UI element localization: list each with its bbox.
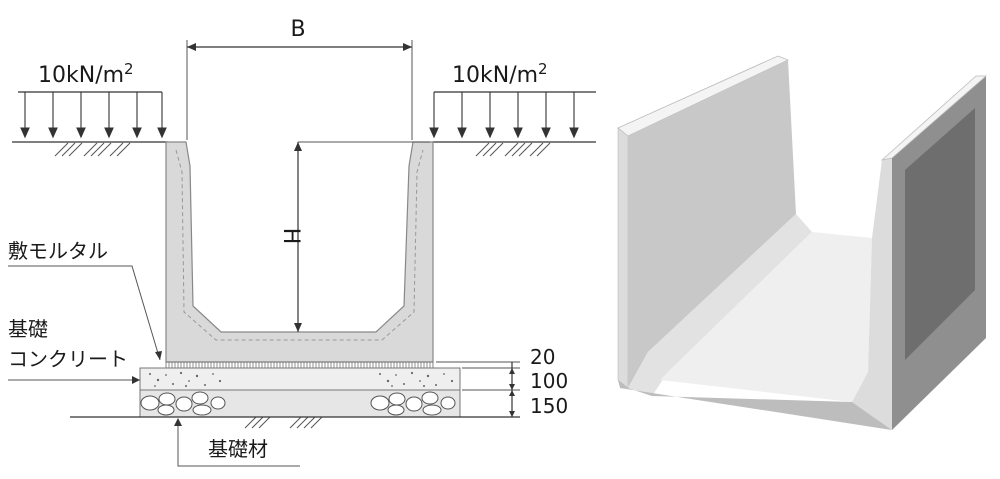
concrete-aggregate-dots (149, 371, 454, 387)
label-base-material: 基礎材 (208, 437, 268, 461)
iso-left-wall (628, 60, 796, 388)
dimension-h (294, 141, 430, 332)
label-bedding-mortar: 敷モルタル (8, 239, 108, 263)
dimension-b (186, 40, 413, 140)
bedding-mortar-layer (165, 361, 434, 369)
load-label-left: 10kN/m2 (38, 60, 134, 88)
dimension-h-label: H (278, 228, 303, 245)
isometric-u-channel (617, 55, 988, 430)
ground-hatch-left (54, 142, 131, 157)
label-foundation-concrete-line1: 基礎 (8, 317, 48, 341)
dimension-b-label: B (290, 17, 305, 42)
cross-section: 10kN/m2 10kN/m2 B (8, 17, 596, 467)
iso-floor (660, 232, 872, 402)
dimension-mortar-thickness: 20 (530, 345, 555, 369)
load-arrows-left (18, 91, 167, 139)
ground-hatch-bottom (244, 414, 325, 429)
dimension-base-thickness: 150 (530, 394, 568, 418)
u-channel-section (165, 141, 434, 363)
iso-right-wall (852, 158, 892, 430)
foundation-concrete-layer (139, 367, 461, 391)
gravel-stones-right (370, 391, 456, 416)
layer-dimension-lines (436, 361, 520, 417)
load-arrows-right (429, 91, 596, 139)
ground-hatch-right (475, 142, 551, 157)
gravel-stones-left (140, 391, 226, 416)
label-foundation-concrete-line2: コンクリート (8, 347, 128, 371)
load-label-right: 10kN/m2 (452, 60, 548, 88)
dimension-concrete-thickness: 100 (530, 369, 568, 393)
